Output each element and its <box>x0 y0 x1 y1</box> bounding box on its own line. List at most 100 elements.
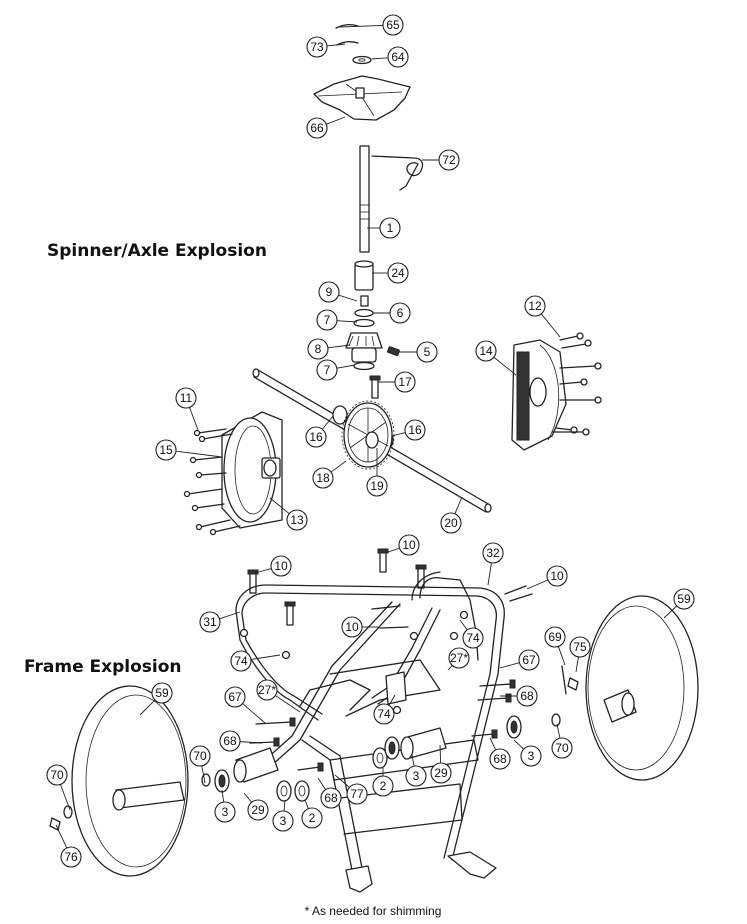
callout-label: 74 <box>234 654 248 668</box>
callout-label: 17 <box>398 375 412 389</box>
callout-leader <box>499 662 520 669</box>
callout-leader <box>243 792 252 803</box>
callout-label: 74 <box>466 631 480 645</box>
callout-c3b: 3 <box>405 754 427 787</box>
callout-leader <box>489 737 497 751</box>
callout-c75: 75 <box>569 636 591 673</box>
callout-label: 7 <box>324 363 331 377</box>
callout-bubble <box>475 340 497 362</box>
callout-bubble <box>518 649 540 671</box>
handle-frame-outer <box>235 584 505 861</box>
callout-bubble <box>489 748 511 770</box>
callout-bubble <box>544 626 566 648</box>
callout-leader <box>556 723 561 739</box>
callout-bubble <box>286 509 308 531</box>
callout-label: 7 <box>324 313 331 327</box>
callout-c2a: 2 <box>372 768 394 797</box>
callout-c74a: 74 <box>459 619 484 649</box>
callout-leader <box>275 695 301 713</box>
washer-right <box>551 713 561 727</box>
callout-label: 3 <box>528 749 535 763</box>
callout-label: 9 <box>326 285 333 299</box>
spinner-hub <box>355 87 365 99</box>
callout-bubble <box>389 302 411 324</box>
callout-label: 73 <box>310 40 324 54</box>
callout-c12: 12 <box>524 295 561 338</box>
callout-label: 68 <box>493 752 507 766</box>
callout-label: 2 <box>309 811 316 825</box>
callout-bubble <box>448 647 470 669</box>
callout-label: 19 <box>370 479 384 493</box>
footnote-shimming: * As needed for shimming <box>305 904 442 918</box>
set-screw <box>387 346 400 357</box>
callout-leader <box>283 799 286 812</box>
callout-bubble <box>341 616 363 638</box>
callout-leader <box>55 824 68 849</box>
callout-leader <box>242 703 266 724</box>
foot-left <box>345 865 373 893</box>
callout-c70a: 70 <box>189 745 211 784</box>
callout-leader <box>338 294 358 302</box>
callout-bubble <box>394 371 416 393</box>
callout-label: 65 <box>386 18 400 32</box>
frame-bolts <box>247 548 533 629</box>
callout-leader <box>330 460 347 473</box>
callout-bubble <box>387 46 409 68</box>
callout-leader <box>447 665 453 671</box>
callout-bubble <box>199 611 221 633</box>
callout-leader <box>321 415 334 430</box>
callout-c18: 18 <box>312 460 347 489</box>
gear-bolt <box>371 377 379 399</box>
callout-bubble <box>366 475 388 497</box>
callout-label: 3 <box>280 814 287 828</box>
callout-label: 64 <box>391 50 405 64</box>
callout-leader <box>391 432 406 437</box>
callout-label: 2 <box>380 779 387 793</box>
callout-bubble <box>316 309 338 331</box>
frame-nuts <box>239 610 469 715</box>
callout-c59a: 59 <box>663 588 695 619</box>
foot-right <box>447 851 497 879</box>
callout-leader <box>250 654 281 660</box>
callout-label: 67 <box>228 690 242 704</box>
callout-leader <box>557 646 566 666</box>
callout-bubble <box>301 807 323 829</box>
callout-leader <box>201 765 206 784</box>
cover-nuts-right <box>551 332 602 436</box>
callout-label: 69 <box>548 630 562 644</box>
callout-label: 68 <box>520 689 534 703</box>
callout-c67b: 67 <box>224 686 266 724</box>
callout-c68a: 68 <box>500 685 538 707</box>
callout-label: 66 <box>310 121 324 135</box>
callout-leader <box>493 356 517 376</box>
callout-leader <box>663 605 678 619</box>
callout-label: 72 <box>442 153 456 167</box>
hitch-pin <box>561 665 567 695</box>
callout-label: 76 <box>64 850 78 864</box>
lynch-pin <box>567 677 579 691</box>
callout-c77: 77 <box>334 774 368 805</box>
callout-label: 3 <box>222 805 229 819</box>
agitator-spring <box>371 155 424 191</box>
callout-label: 10 <box>274 559 288 573</box>
callout-leader <box>459 619 468 631</box>
callout-label: 68 <box>324 791 338 805</box>
callout-bubble <box>272 810 294 832</box>
callout-label: 31 <box>203 615 217 629</box>
callout-bubble <box>60 846 82 868</box>
callout-leader <box>326 116 346 125</box>
callout-bubble <box>438 149 460 171</box>
callout-leader <box>487 562 492 586</box>
callout-c69: 69 <box>544 626 566 666</box>
cover-bolts-left <box>183 428 241 536</box>
callout-c68d: 68 <box>317 777 342 809</box>
callout-label: 70 <box>555 741 569 755</box>
callout-leader <box>575 656 579 673</box>
callout-c20: 20 <box>440 496 463 534</box>
callout-bubble <box>189 745 211 767</box>
callout-bubble <box>305 426 327 448</box>
callout-leader <box>336 364 356 369</box>
bearing-top <box>353 318 375 328</box>
callout-label: 3 <box>413 769 420 783</box>
callout-c3d: 3 <box>272 799 294 832</box>
